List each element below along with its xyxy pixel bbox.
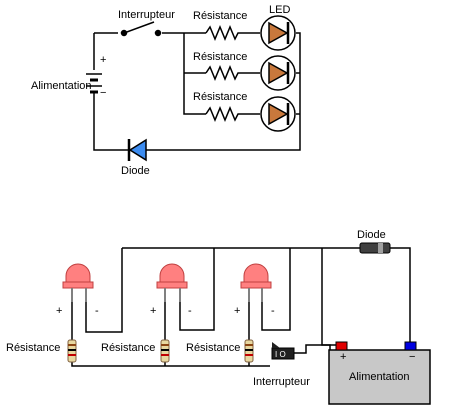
supply-box (328, 341, 431, 405)
schematic-diagram (93, 32, 301, 151)
resistor-component (67, 339, 77, 363)
wiring-diode-label: Diode (357, 229, 386, 241)
led-plus-label: + (234, 305, 240, 317)
led-symbol (260, 96, 296, 132)
supply-label: Alimentation (349, 371, 410, 383)
led-component (156, 263, 188, 302)
wiring-resistor-label: Résistance (6, 342, 60, 354)
schematic-resistor-label: Résistance (193, 91, 247, 103)
wiring-switch[interactable]: I O (271, 342, 295, 360)
wiring-wire (321, 248, 331, 350)
wiring-resistor-label: Résistance (101, 342, 155, 354)
wiring-resistor-label: Résistance (186, 342, 240, 354)
wiring-wire (390, 247, 411, 345)
schematic-leds (260, 15, 296, 132)
schematic-resistor-label: Résistance (193, 51, 247, 63)
supply-minus-label: − (409, 351, 415, 363)
wiring-wire (71, 362, 270, 367)
led-plus-label: + (56, 305, 62, 317)
led-minus-label: - (188, 305, 192, 317)
wiring-wire (294, 344, 336, 354)
schematic-switch-label: Interrupteur (118, 9, 175, 21)
terminal-plus (335, 341, 348, 351)
wiring-resistors (67, 339, 254, 363)
schematic-diode-label: Diode (121, 165, 150, 177)
schematic-resistor-label: Résistance (193, 10, 247, 22)
wiring-wire (179, 248, 215, 331)
led-minus-label: - (95, 305, 99, 317)
wiring-switch-label: Interrupteur (253, 376, 310, 388)
led-symbol (260, 15, 296, 51)
wiring-leds (62, 263, 272, 302)
wiring-diode (359, 242, 391, 254)
schematic-diode-symbol (127, 138, 147, 162)
led-component (240, 263, 272, 302)
battery-symbol (86, 73, 102, 94)
wiring-wire (85, 248, 123, 333)
schematic-minus-label: − (100, 87, 106, 99)
led-symbol (260, 55, 296, 91)
schematic-plus-label: + (100, 54, 106, 66)
switch-symbol (120, 21, 162, 37)
schematic-resistors (205, 25, 241, 122)
terminal-minus (404, 341, 417, 351)
schematic-wire (93, 92, 128, 151)
schematic-led-label: LED (269, 4, 290, 16)
supply-plus-label: + (340, 351, 346, 363)
led-component (62, 263, 94, 302)
resistor-symbol (205, 106, 241, 122)
wiring-wire (261, 248, 291, 331)
resistor-component (244, 339, 254, 363)
led-minus-label: - (271, 305, 275, 317)
resistor-symbol (205, 25, 241, 41)
resistor-symbol (205, 65, 241, 81)
led-plus-label: + (150, 305, 156, 317)
wiring-diagram (71, 247, 411, 367)
schematic-wire (146, 32, 301, 151)
schematic-wire (183, 33, 206, 115)
resistor-component (160, 339, 170, 363)
switch-marking: I O (275, 350, 286, 359)
schematic-supply-label: Alimentation (31, 80, 92, 92)
